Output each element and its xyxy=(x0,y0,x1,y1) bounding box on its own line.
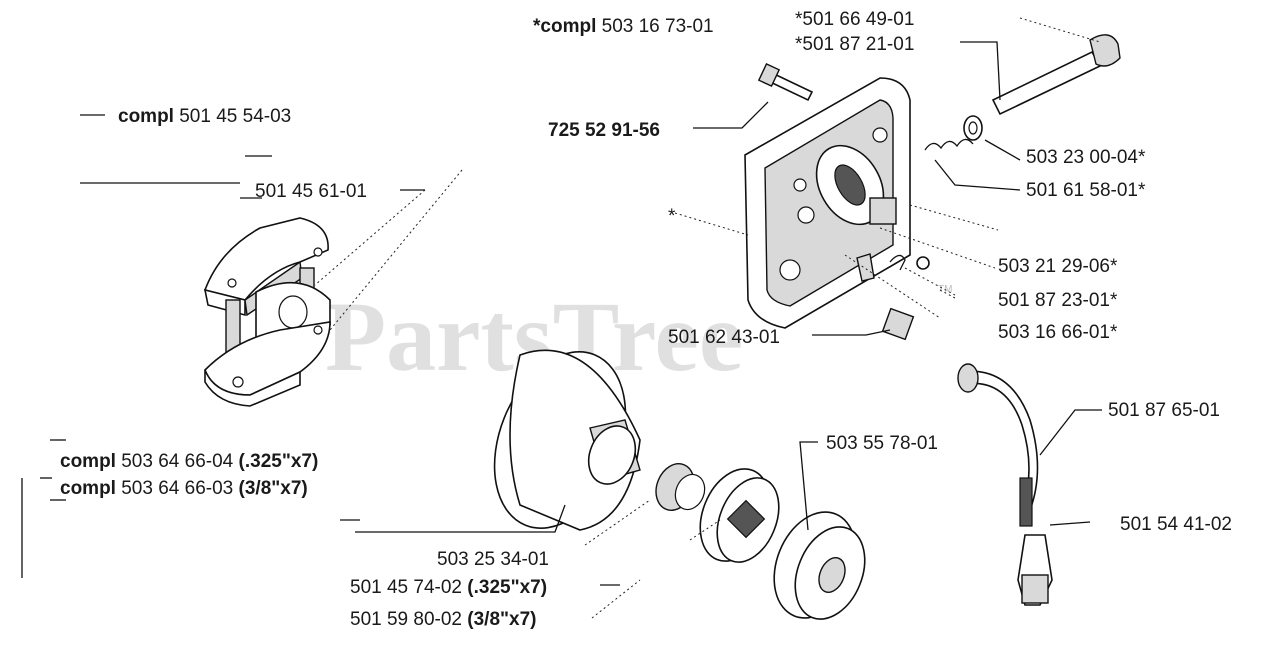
label-503-25-34-01: 503 25 34-01 xyxy=(437,549,549,570)
label-501-59-80-02: 501 59 80-02 (3/8"x7) xyxy=(350,609,537,630)
needle-bearing xyxy=(655,463,706,511)
label-501-45-61-01: 501 45 61-01 xyxy=(255,181,367,202)
label-501-87-65-01: 501 87 65-01 xyxy=(1108,400,1220,421)
washer xyxy=(963,115,983,141)
clutch-drum xyxy=(493,349,641,531)
label-asterisk: * xyxy=(668,206,676,227)
label-compl-503-64-66-03: compl 503 64 66-03 (3/8"x7) xyxy=(60,478,308,499)
bolt-725 xyxy=(757,62,814,102)
oil-filter xyxy=(1017,534,1053,606)
label-503-21-29-06: 503 21 29-06* xyxy=(998,256,1118,277)
label-503-16-66-01: 503 16 66-01* xyxy=(998,322,1118,343)
label-501-45-74-02: 501 45 74-02 (.325"x7) xyxy=(350,577,547,598)
label-compl-503-16-73-01: *compl 503 16 73-01 xyxy=(533,16,714,37)
oil-hose xyxy=(957,363,1039,527)
label-503-55-78-01: 503 55 78-01 xyxy=(826,433,938,454)
label-501-87-23-01: 501 87 23-01* xyxy=(998,290,1118,311)
label-725-52-91-56: 725 52 91-56 xyxy=(548,120,660,141)
spur-sprocket xyxy=(773,511,866,620)
label-501-54-41-02: 501 54 41-02 xyxy=(1120,514,1232,535)
label-501-61-58-01: 501 61 58-01* xyxy=(1026,180,1146,201)
oil-pump-plate xyxy=(744,77,911,329)
label-compl-503-64-66-04: compl 503 64 66-04 (.325"x7) xyxy=(60,451,318,472)
label-501-87-21-01: *501 87 21-01 xyxy=(795,34,914,55)
label-503-23-00-04: 503 23 00-04* xyxy=(1026,147,1146,168)
leader-lines xyxy=(21,17,1102,619)
pump-shaft xyxy=(991,34,1121,116)
small-pump-parts xyxy=(856,253,930,341)
sprocket-rim xyxy=(699,468,780,563)
clutch-assembly xyxy=(203,217,331,407)
label-501-62-43-01: 501 62 43-01 xyxy=(668,327,780,348)
label-compl-501-45-54-03: compl 501 45 54-03 xyxy=(118,106,291,127)
spring xyxy=(924,138,974,151)
label-501-66-49-01: *501 66 49-01 xyxy=(795,9,914,30)
